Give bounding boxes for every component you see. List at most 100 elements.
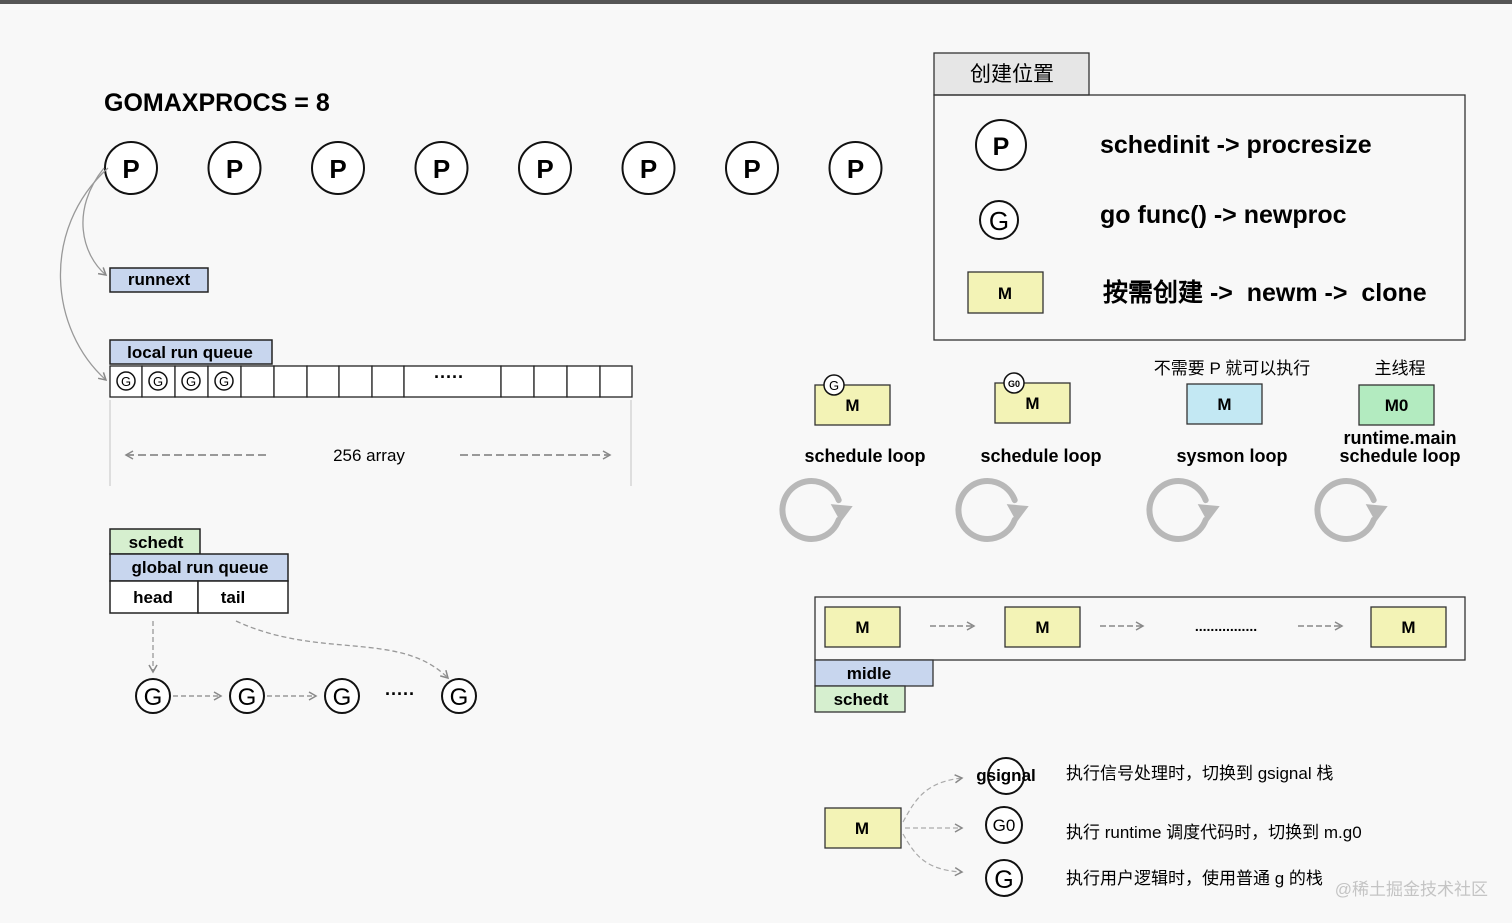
global-chain-ellipsis: ····· <box>385 684 415 704</box>
loop-icon-2 <box>955 478 1018 542</box>
thread-loop-label-3: sysmon loop <box>1176 446 1287 466</box>
g0-icon <box>985 806 1023 844</box>
thread-m-box-3 <box>1186 383 1263 425</box>
midle-schedt-box <box>814 685 906 713</box>
queue-g-circle-3 <box>181 371 201 391</box>
tail-cell <box>197 580 289 614</box>
tail-arrow <box>235 620 450 680</box>
thread-m-label-1: M <box>845 396 859 415</box>
legend-m-symbol: M <box>998 284 1012 303</box>
p-label-5: P <box>536 154 553 184</box>
legend-p-symbol: P <box>993 133 1010 161</box>
global-schedt-label: schedt <box>129 533 184 552</box>
p-label-1: P <box>122 154 139 184</box>
m-list-dots: ................ <box>1195 618 1257 634</box>
queue-slot <box>338 365 373 398</box>
p-circle-4 <box>414 141 469 195</box>
loop-icon-arrowhead-3 <box>1197 504 1220 523</box>
queue-slot <box>273 365 308 398</box>
queue-slot <box>240 365 275 398</box>
legend-p-text: schedinit -> procresize <box>1100 131 1372 159</box>
legend-m-text: 按需创建 -> newm -> clone <box>1103 278 1427 307</box>
global-run-queue-header <box>109 553 289 582</box>
local-run-queue-label: local run queue <box>127 343 253 362</box>
m-to-gsignal-arrow <box>902 774 964 823</box>
g0-text: 执行 runtime 调度代码时，切换到 m.g0 <box>1066 823 1362 842</box>
global-g-label-2: G <box>238 684 257 711</box>
queue-slot <box>599 365 633 398</box>
legend-g-text: go func() -> newproc <box>1100 201 1347 229</box>
queue-g-label-1: G <box>121 374 131 389</box>
loop-icon-arrowhead-1 <box>830 504 853 523</box>
head-label: head <box>133 588 173 607</box>
thread-loop-label-1: schedule loop <box>804 446 925 466</box>
midle-schedt-label: schedt <box>834 690 889 709</box>
queue-slot <box>566 365 601 398</box>
global-g-circle-4 <box>441 678 477 714</box>
p-circle-5 <box>518 141 572 195</box>
thread-loop-label-4-2: schedule loop <box>1339 446 1460 466</box>
p-circle-3 <box>311 141 365 195</box>
m-stack-label: M <box>855 819 869 838</box>
local-run-queue-header <box>109 339 273 365</box>
queue-slot <box>306 365 340 398</box>
m-list-container <box>814 596 1466 661</box>
m-list-box-1 <box>824 606 901 648</box>
m-list-box-3 <box>1370 606 1447 648</box>
queue-slot <box>371 365 405 398</box>
user-g-symbol: G <box>994 866 1013 894</box>
arrow-p-to-local-queue <box>59 167 109 382</box>
global-g-circle-2 <box>229 678 265 714</box>
user-g-text: 执行用户逻辑时，使用普通 g 的栈 <box>1066 868 1323 888</box>
thread-top-note-3: 不需要 P 就可以执行 <box>1154 359 1310 378</box>
legend-m-icon <box>967 271 1044 314</box>
global-run-queue-label: global run queue <box>132 558 269 577</box>
global-g-circle-3 <box>324 678 360 714</box>
m-list-box-2 <box>1004 606 1081 648</box>
midle-label: midle <box>847 664 891 683</box>
loop-icon-1 <box>779 478 842 542</box>
local-queue-ellipsis: ····· <box>434 367 464 387</box>
p-circle-6 <box>621 141 676 195</box>
global-schedt-box <box>109 528 201 555</box>
thread-top-note-4: 主线程 <box>1375 359 1426 378</box>
legend-g-symbol: G <box>989 206 1009 236</box>
gsignal-icon <box>987 757 1025 795</box>
queue-slot <box>500 365 535 398</box>
p-circle-1 <box>104 141 158 195</box>
queue-g-label-4: G <box>219 374 229 389</box>
p-circle-7 <box>725 141 779 195</box>
loop-icon-4 <box>1314 478 1377 542</box>
p-label-6: P <box>640 154 657 184</box>
runnext-label: runnext <box>128 270 191 289</box>
top-border <box>0 0 1512 4</box>
user-g-icon <box>985 859 1023 897</box>
loop-icon-3 <box>1146 478 1209 542</box>
head-cell <box>109 580 199 614</box>
legend-tab <box>933 52 1090 96</box>
global-g-label-1: G <box>144 684 163 711</box>
m-stack-box <box>824 807 902 849</box>
p-label-2: P <box>226 154 243 184</box>
queue-g-label-3: G <box>186 374 196 389</box>
global-g-label-4: G <box>450 684 469 711</box>
p-label-4: P <box>433 154 450 184</box>
m-list-label-1: M <box>855 618 869 637</box>
queue-g-circle-4 <box>214 371 234 391</box>
arrow-p-to-runnext <box>82 167 108 276</box>
p-label-8: P <box>847 154 864 184</box>
legend-box <box>933 94 1466 341</box>
thread-badge-label-2: G0 <box>1008 379 1020 389</box>
thread-loop-label-4-1: runtime.main <box>1343 428 1456 448</box>
legend-p-icon <box>975 119 1027 171</box>
m-list-label-2: M <box>1035 618 1049 637</box>
queue-g-label-2: G <box>153 374 163 389</box>
p-label-7: P <box>743 154 760 184</box>
gsignal-symbol: gsignal <box>976 766 1036 785</box>
